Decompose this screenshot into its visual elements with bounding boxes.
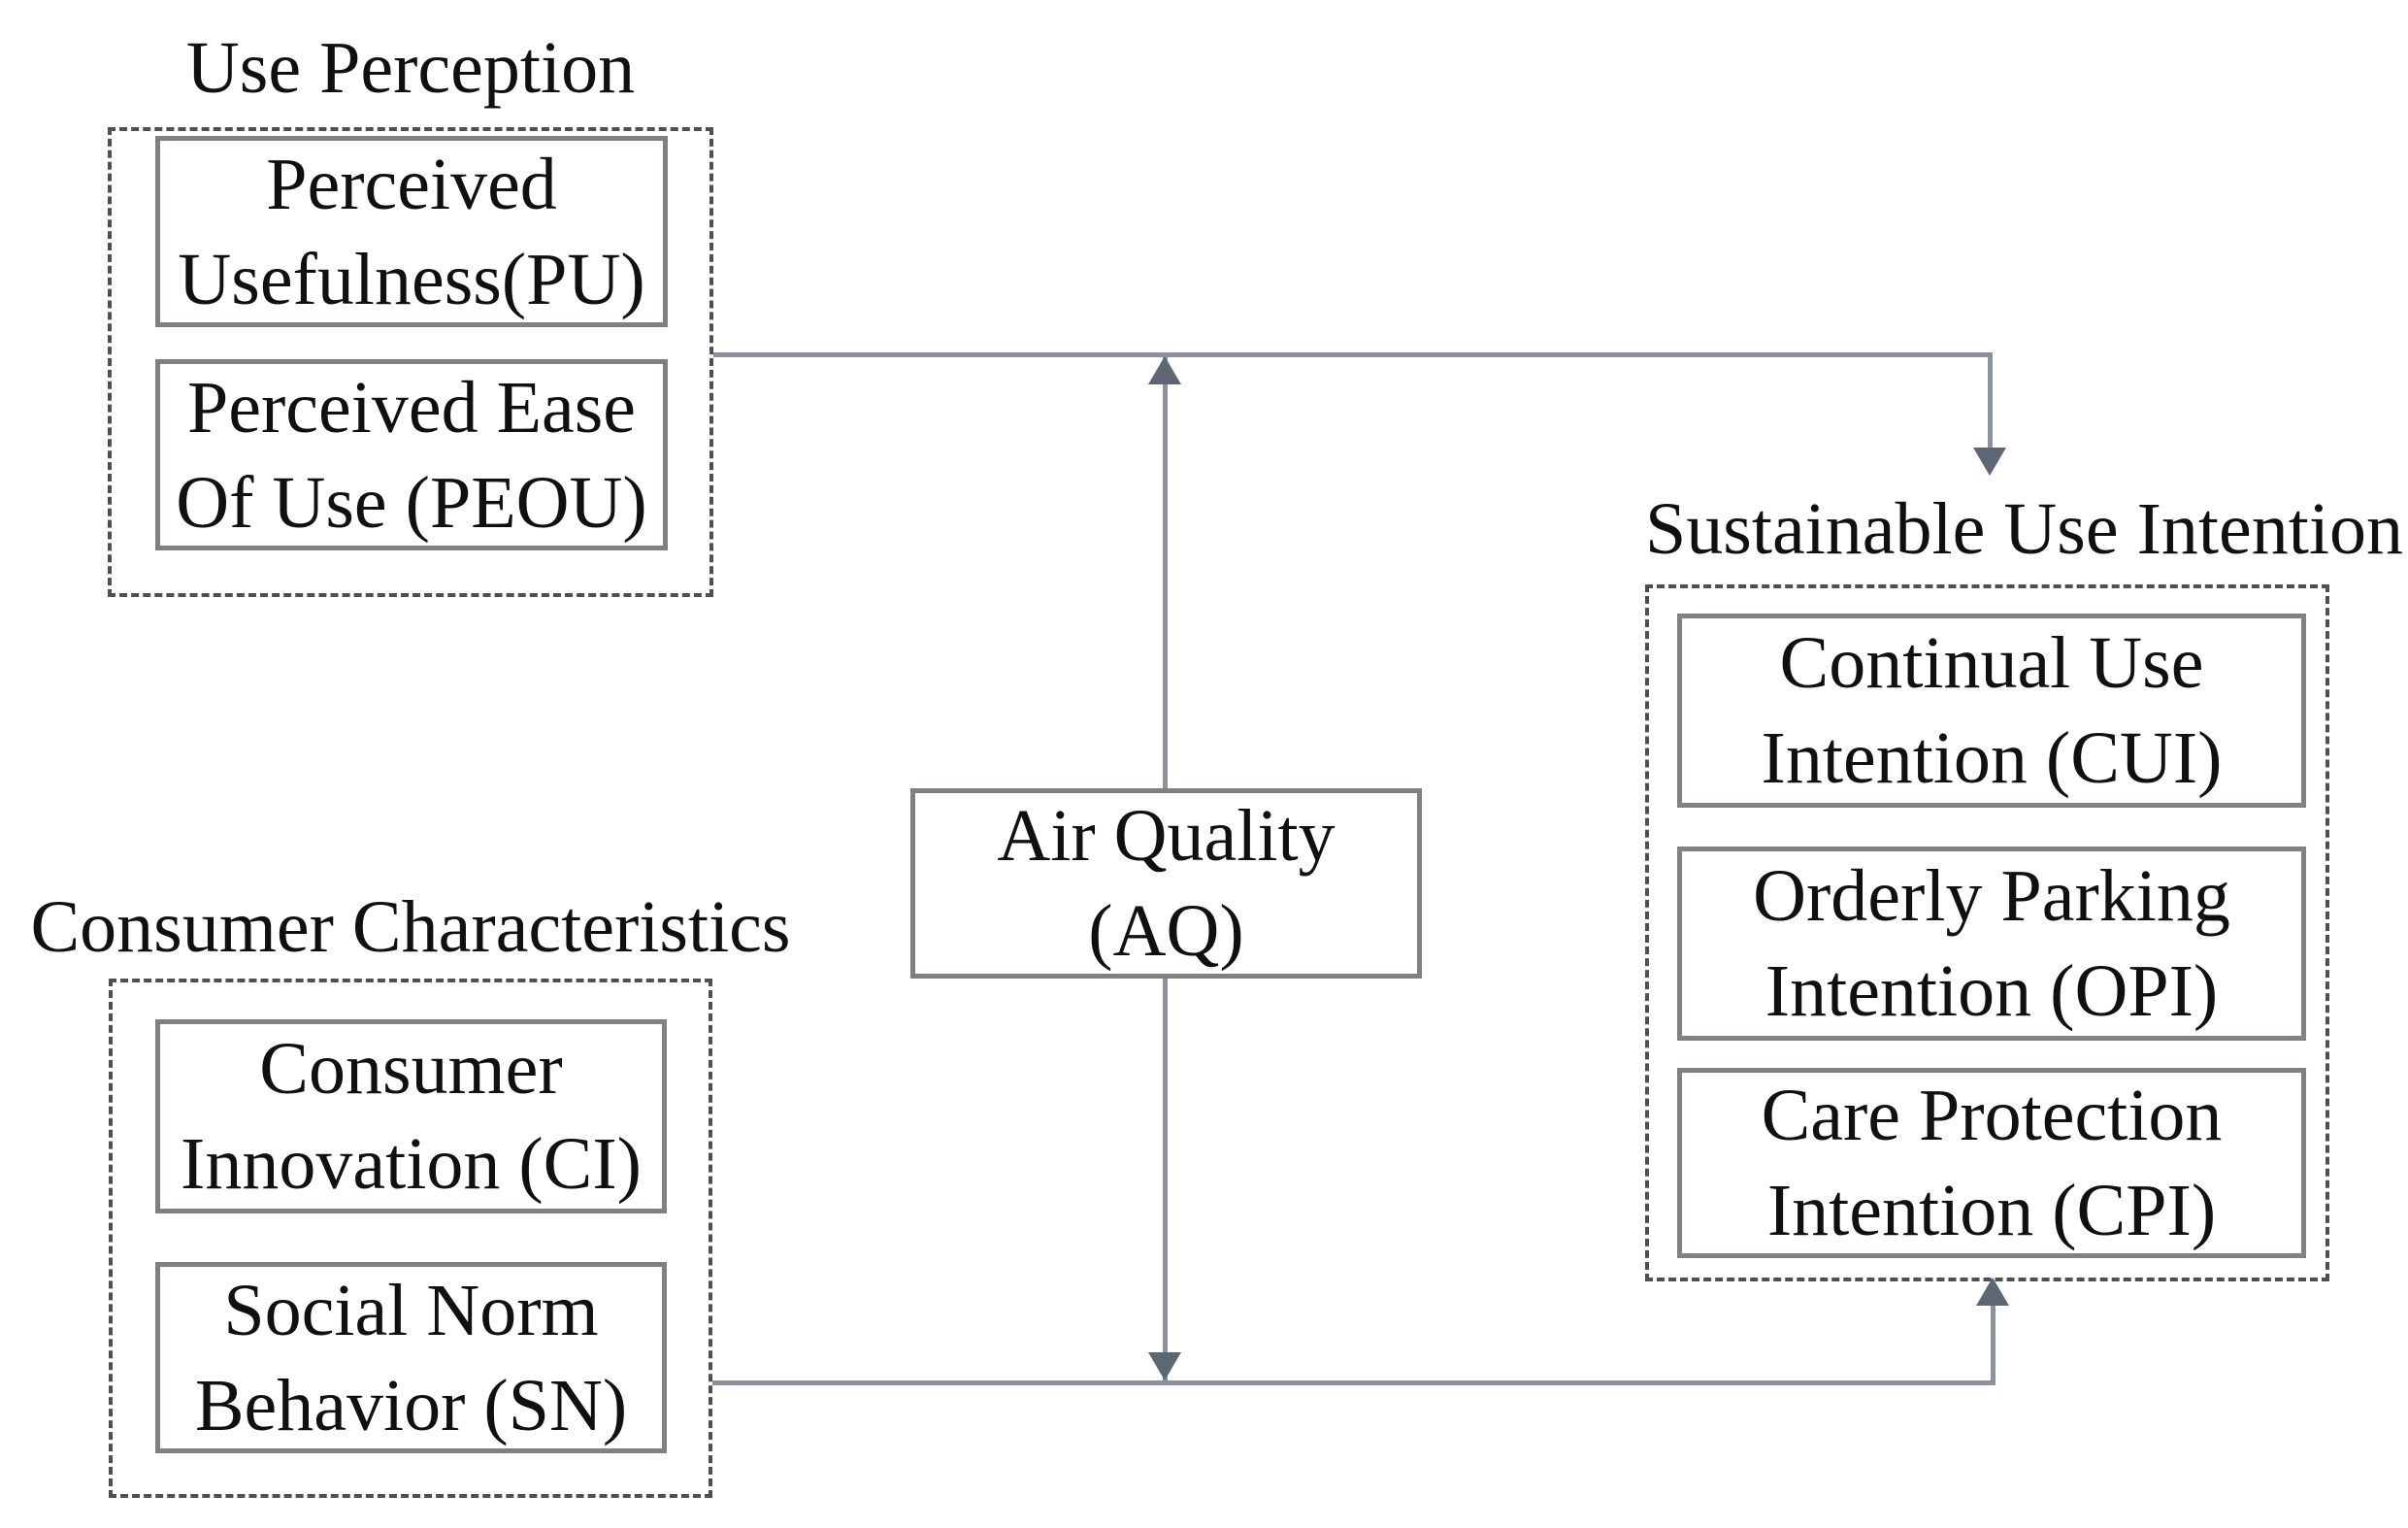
connector-air-quality-up xyxy=(1163,357,1168,788)
up-arrowhead-icon xyxy=(1976,1278,2009,1306)
node-label-line: Continual Use xyxy=(1779,622,2204,704)
node-label-line: Care Protection xyxy=(1761,1075,2223,1156)
node-care-protection-intention: Care Protection Intention (CPI) xyxy=(1677,1068,2306,1258)
sustainable-use-intention-title: Sustainable Use Intention xyxy=(1645,488,2403,570)
down-arrowhead-icon xyxy=(1973,448,2006,476)
node-perceived-ease-of-use: Perceived Ease Of Use (PEOU) xyxy=(155,359,668,550)
node-label-line: Perceived xyxy=(266,143,557,225)
node-label-line: Behavior (SN) xyxy=(194,1364,628,1446)
node-label-line: Social Norm xyxy=(223,1269,599,1351)
node-label-line: Orderly Parking xyxy=(1753,855,2230,937)
up-arrowhead-icon xyxy=(1148,356,1181,384)
node-perceived-usefulness: Perceived Usefulness(PU) xyxy=(155,136,668,327)
node-label-line: Innovation (CI) xyxy=(181,1123,642,1205)
node-label-line: Intention (CUI) xyxy=(1761,717,2223,799)
node-label-line: Consumer xyxy=(259,1028,563,1110)
node-label-line: Intention (CPI) xyxy=(1766,1170,2217,1251)
down-arrowhead-icon xyxy=(1148,1352,1181,1380)
use-perception-group-box xyxy=(108,127,713,597)
connector-use-perception-to-sui xyxy=(713,352,1993,357)
node-label-line: Air Quality xyxy=(997,795,1336,877)
connector-consumer-to-sui xyxy=(712,1380,1996,1385)
node-label-line: Intention (OPI) xyxy=(1765,950,2219,1032)
node-social-norm-behavior: Social Norm Behavior (SN) xyxy=(155,1262,667,1453)
use-perception-title: Use Perception xyxy=(185,27,636,109)
connector-consumer-to-sui-elbow xyxy=(1991,1305,1996,1385)
node-orderly-parking-intention: Orderly Parking Intention (OPI) xyxy=(1677,847,2306,1041)
connector-air-quality-down xyxy=(1163,979,1168,1383)
node-label-line: Perceived Ease xyxy=(186,366,637,448)
node-air-quality: Air Quality (AQ) xyxy=(910,788,1422,979)
node-label-line: Usefulness(PU) xyxy=(178,238,645,320)
node-continual-use-intention: Continual Use Intention (CUI) xyxy=(1677,614,2306,808)
node-consumer-innovation: Consumer Innovation (CI) xyxy=(155,1019,667,1213)
consumer-characteristics-title: Consumer Characteristics xyxy=(30,886,791,968)
node-label-line: Of Use (PEOU) xyxy=(176,461,647,544)
consumer-characteristics-group-box xyxy=(109,979,712,1498)
connector-use-perception-to-sui-elbow xyxy=(1988,352,1993,449)
node-label-line: (AQ) xyxy=(1088,890,1244,972)
